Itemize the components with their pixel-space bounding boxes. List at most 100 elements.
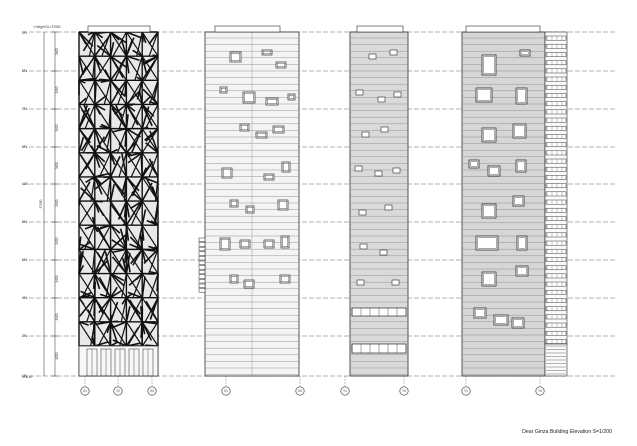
mesh-bar <box>94 128 102 149</box>
balcony-railing <box>545 322 567 328</box>
grid-axis-label: Y2 <box>116 389 120 393</box>
balcony-railing <box>545 281 567 287</box>
dimension-label: 3400 <box>55 275 59 282</box>
grid-axis-bubble <box>535 386 545 396</box>
window <box>481 203 497 219</box>
mesh-bar <box>98 297 112 323</box>
mesh-bar <box>136 80 143 100</box>
mesh-bar <box>142 88 159 106</box>
steel-mesh <box>78 31 159 347</box>
window <box>511 317 525 329</box>
mesh-bar <box>149 80 159 105</box>
window <box>245 205 255 214</box>
level-label: 8FL <box>22 220 28 224</box>
mesh-bar <box>98 152 112 178</box>
mesh-bar <box>82 55 96 75</box>
mesh-bar <box>117 80 127 105</box>
signage-block <box>198 283 206 288</box>
mesh-bar <box>125 224 143 250</box>
window <box>384 204 393 211</box>
mesh-bar <box>79 243 96 251</box>
dimension-label: 3400 <box>55 162 59 169</box>
mesh-bar <box>149 273 159 298</box>
mesh-bar <box>109 155 121 178</box>
mesh-bar <box>78 105 88 129</box>
window <box>368 53 377 60</box>
window <box>354 165 363 172</box>
mesh-bar <box>96 224 112 250</box>
balcony-railing <box>545 248 567 254</box>
window <box>287 93 296 101</box>
mesh-bar <box>79 297 96 317</box>
balcony-railing <box>545 158 567 164</box>
signage-block <box>198 269 206 275</box>
elevation-panel-balcony-facade <box>461 25 568 377</box>
level-label: 5FL <box>22 69 28 73</box>
elevation-panel-windows-facade <box>198 25 300 377</box>
window <box>229 51 242 63</box>
window-frame <box>483 129 495 141</box>
mesh-bar <box>94 249 107 274</box>
grid-axis-label: X3 <box>298 389 302 393</box>
mesh-bar <box>127 321 143 347</box>
mesh-bar <box>144 104 159 129</box>
mesh-bar <box>94 128 112 154</box>
rooftop-parapet <box>465 25 541 33</box>
mesh-bar <box>141 55 159 81</box>
mesh-bar <box>82 128 96 154</box>
mesh-bar <box>78 136 85 153</box>
mesh-bar <box>120 38 128 57</box>
balcony-railing <box>545 199 567 205</box>
grid-axis-bubble <box>461 386 471 396</box>
mesh-bar <box>143 248 159 264</box>
window-frame <box>265 174 274 179</box>
mesh-bar <box>119 321 127 347</box>
window-frame <box>230 53 240 62</box>
mesh-bar <box>141 55 148 76</box>
mesh-bar <box>148 152 159 178</box>
mesh-bar <box>110 273 127 299</box>
window-frame <box>517 89 526 103</box>
mesh-bar <box>81 273 96 298</box>
rooftop-parapet <box>214 25 281 33</box>
window <box>229 199 239 208</box>
mesh-bar <box>141 104 159 129</box>
grid-axis-bubble <box>221 386 231 396</box>
mesh-bar <box>84 224 96 250</box>
signage-block <box>198 265 206 270</box>
mesh-bar <box>94 79 112 105</box>
window-frame <box>230 200 237 206</box>
mesh-bar <box>94 95 107 106</box>
mesh-bar <box>110 340 119 347</box>
mesh-bar <box>141 106 150 129</box>
window <box>515 87 528 105</box>
mesh-bar <box>127 79 143 105</box>
mesh-bar <box>94 103 106 111</box>
mesh-bar <box>111 239 127 251</box>
mesh-bar <box>141 79 159 105</box>
window-frame <box>483 56 495 74</box>
window <box>374 170 383 177</box>
balcony-railing <box>545 60 567 66</box>
balcony-railing <box>545 240 567 246</box>
mesh-bar <box>102 128 112 143</box>
mesh-bar <box>110 249 127 274</box>
window-frame <box>281 276 290 283</box>
window-frame <box>220 238 229 249</box>
mesh-bar <box>110 128 127 154</box>
mesh-bar <box>78 79 96 105</box>
facade-outline <box>349 31 409 377</box>
mesh-bar <box>141 176 158 184</box>
window-frame <box>514 197 523 205</box>
mesh-bar <box>125 31 143 57</box>
mesh-bar <box>94 321 112 347</box>
mesh-bar <box>110 31 127 57</box>
window-frame <box>495 316 507 324</box>
window <box>487 165 501 177</box>
mesh-bar <box>127 176 143 202</box>
mesh-bar <box>141 200 159 226</box>
window-frame <box>521 51 529 55</box>
balcony-railing <box>545 191 567 197</box>
window <box>515 265 529 277</box>
